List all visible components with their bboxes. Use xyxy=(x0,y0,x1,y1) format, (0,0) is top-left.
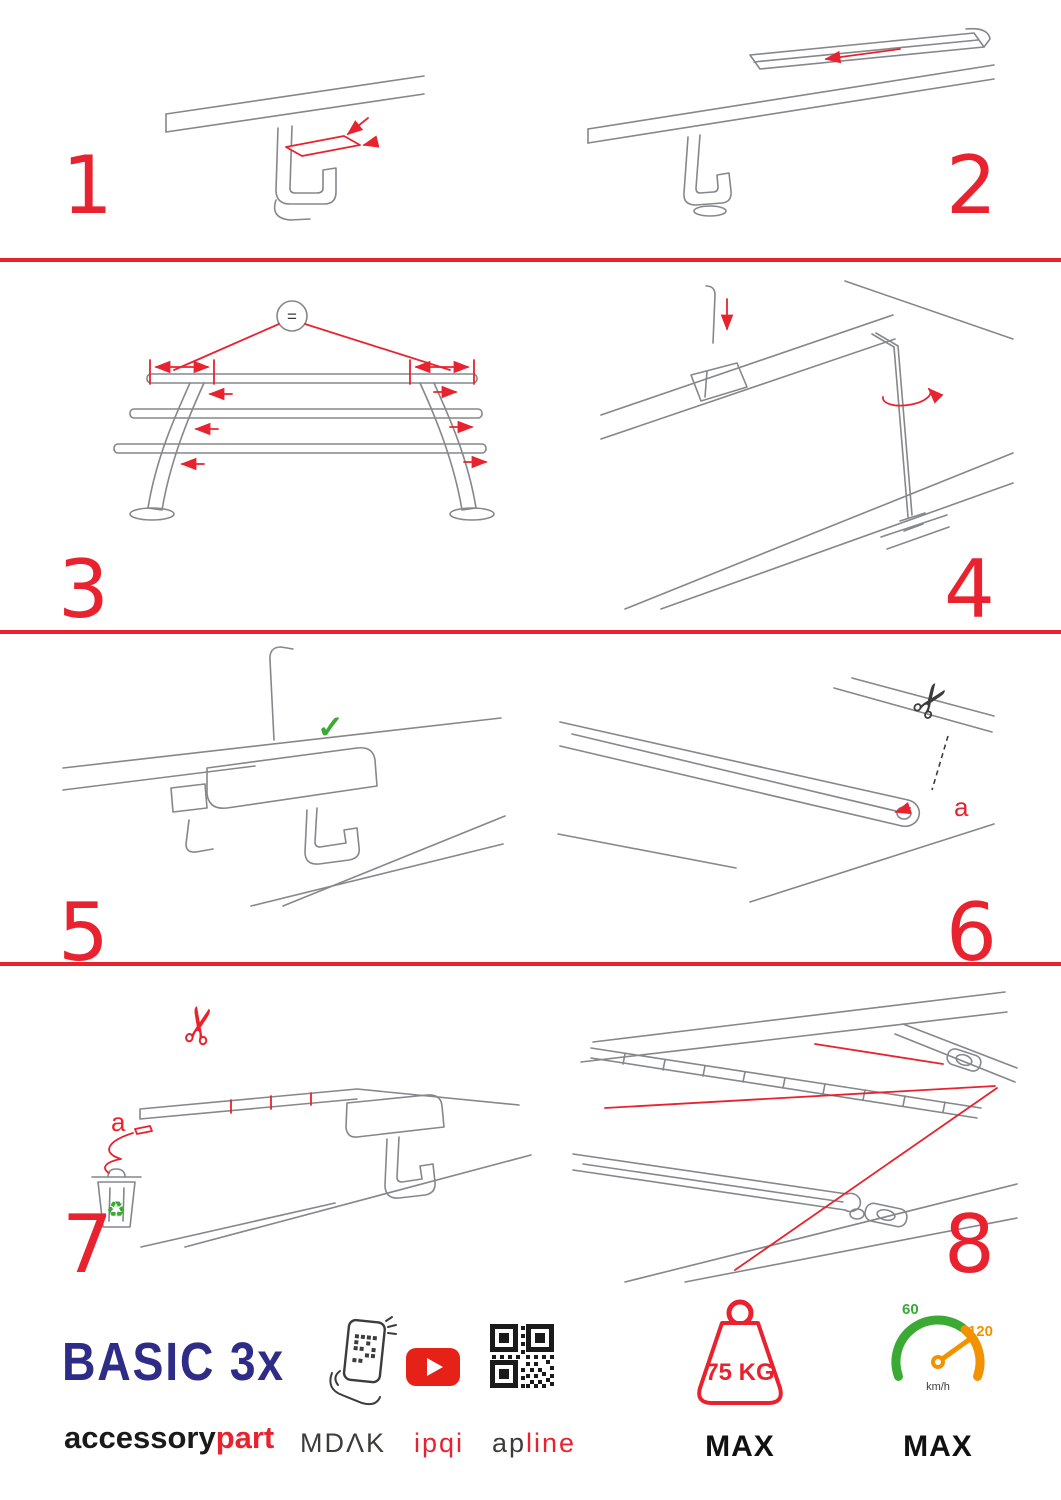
scissors-icon: ✂ xyxy=(899,672,964,732)
step-7-illustration: ✂ a ♻ xyxy=(91,999,532,1248)
rail-and-clamp-drawing xyxy=(165,75,425,221)
partner-youtube-label: ipqi xyxy=(414,1428,465,1458)
crossbar-cut-drawing xyxy=(557,677,995,903)
check-icon: ✓ xyxy=(317,709,344,745)
measure-lines xyxy=(149,323,488,471)
cut-marks-and-scrap xyxy=(104,1092,312,1174)
step-4-number: 4 xyxy=(944,543,995,636)
crossbar-slide-drawing xyxy=(587,27,995,217)
cut-guide-line xyxy=(931,735,949,791)
partner-qr-label-black: ap xyxy=(492,1428,527,1458)
speed-max-label: MAX xyxy=(903,1430,973,1463)
step-5-illustration: ✓ xyxy=(62,646,506,907)
brand-subtitle-black: accessory xyxy=(64,1420,216,1455)
qr-code-icon xyxy=(488,1322,556,1390)
allen-key-drawing xyxy=(600,280,1014,610)
speedometer-icon: 60 120 km/h xyxy=(891,1301,993,1393)
clamp-check-drawing xyxy=(62,646,506,907)
weight-max-label: MAX xyxy=(705,1430,775,1463)
equal-sign: = xyxy=(287,307,297,326)
scissors-icon: ✂ xyxy=(169,999,232,1052)
step-4-illustration xyxy=(600,280,1014,610)
max-weight-icon: 75 KG xyxy=(697,1299,783,1405)
step-2-illustration xyxy=(587,27,995,217)
phone-qr-scan-icon xyxy=(329,1316,397,1406)
label-a: a xyxy=(954,792,969,822)
speed-unit-label: km/h xyxy=(926,1381,950,1393)
step-7-number: 7 xyxy=(62,1198,113,1291)
step-5-number: 5 xyxy=(58,886,109,979)
insert-plate xyxy=(285,117,380,157)
speed-high-label: 120 xyxy=(968,1323,993,1340)
youtube-play-icon xyxy=(406,1348,460,1386)
step-3-number: 3 xyxy=(58,543,109,636)
strip-trim-drawing xyxy=(91,1088,532,1248)
partner-qr-label-red: line xyxy=(526,1428,577,1458)
step-8-number: 8 xyxy=(944,1198,995,1291)
step-6-number: 6 xyxy=(946,886,997,979)
cut-point-arrow xyxy=(894,801,912,815)
recycle-icon: ♻ xyxy=(106,1197,126,1222)
step-8-illustration xyxy=(572,991,1018,1283)
alignment-lines xyxy=(604,1043,998,1271)
slide-arrow xyxy=(824,48,901,64)
insert-turn-arrows xyxy=(720,298,944,407)
partner-qr-label: apline xyxy=(492,1428,576,1459)
section-divider-3 xyxy=(0,962,1061,966)
three-bars-drawing xyxy=(113,300,495,521)
partner-phone-label: MDΛK xyxy=(300,1428,387,1458)
speed-low-label: 60 xyxy=(902,1301,919,1318)
brand-subtitle: accessorypart xyxy=(64,1420,274,1456)
step-1-number: 1 xyxy=(62,139,113,232)
step-6-illustration: ✂ a xyxy=(557,672,995,903)
weight-value: 75 KG xyxy=(705,1359,774,1386)
step-2-number: 2 xyxy=(946,139,997,232)
brand-subtitle-red: part xyxy=(215,1420,275,1455)
section-divider-1 xyxy=(0,258,1061,262)
assembled-rack-drawing xyxy=(572,991,1018,1283)
section-divider-2 xyxy=(0,630,1061,634)
label-a: a xyxy=(111,1107,126,1137)
step-3-illustration: = xyxy=(113,300,495,521)
step-1-illustration xyxy=(165,75,425,221)
brand-title: BASIC 3x xyxy=(62,1332,285,1392)
